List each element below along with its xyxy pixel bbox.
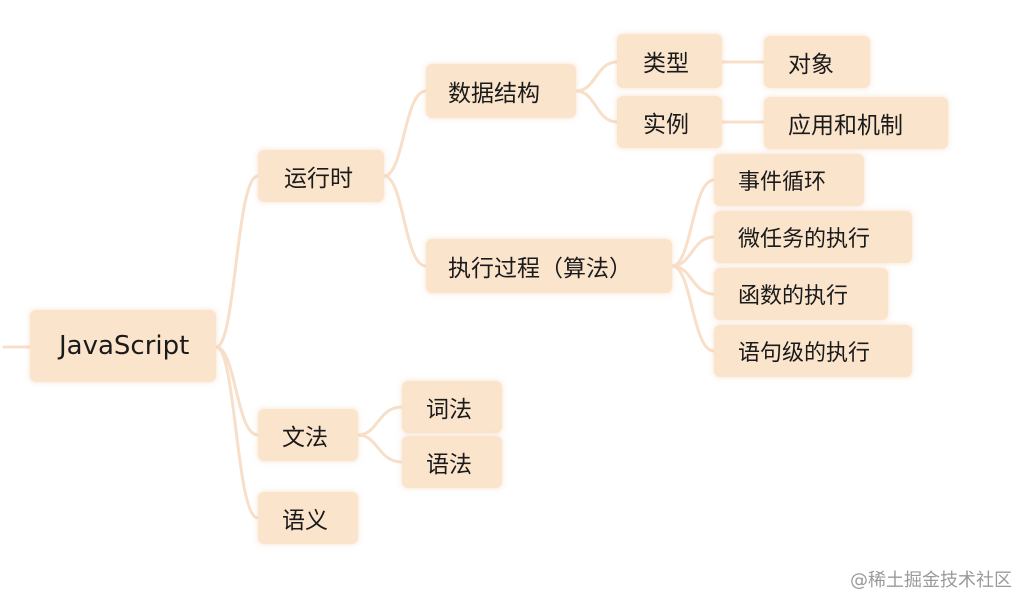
execution-node[interactable]: 执行过程（算法） <box>426 239 672 293</box>
object-node-label: 对象 <box>788 52 834 78</box>
lexical-node[interactable]: 词法 <box>402 381 502 433</box>
event-loop-node[interactable]: 事件循环 <box>714 154 864 206</box>
data-structure-node-label: 数据结构 <box>448 81 540 107</box>
link-grammar-syntax <box>356 433 404 464</box>
watermark: @稀土掘金技术社区 <box>850 570 1012 591</box>
link-grammar-lexical <box>356 405 404 437</box>
semantics-node[interactable]: 语义 <box>258 492 358 544</box>
event-loop-node-label: 事件循环 <box>738 170 827 195</box>
instance-node-label: 实例 <box>643 112 689 138</box>
link-root-runtime <box>214 174 260 349</box>
syntax-node-label: 语法 <box>426 452 472 478</box>
root-node-label: JavaScript <box>59 331 190 361</box>
microtask-node-label: 微任务的执行 <box>738 227 871 252</box>
object-node[interactable]: 对象 <box>764 36 870 88</box>
execution-node-label: 执行过程（算法） <box>448 256 632 282</box>
grammar-node-label: 文法 <box>282 425 328 451</box>
root-node[interactable]: JavaScript <box>30 310 216 382</box>
link-execution-statement <box>670 264 716 353</box>
data-structure-node[interactable]: 数据结构 <box>426 64 576 118</box>
mechanism-node[interactable]: 应用和机制 <box>764 97 948 149</box>
link-runtime-execution <box>382 174 428 268</box>
statement-node[interactable]: 语句级的执行 <box>714 325 912 377</box>
link-datastructure-type <box>574 60 619 93</box>
function-node[interactable]: 函数的执行 <box>714 268 888 320</box>
mechanism-node-label: 应用和机制 <box>788 113 903 139</box>
instance-node[interactable]: 实例 <box>617 96 722 148</box>
semantics-node-label: 语义 <box>282 508 328 534</box>
link-execution-eventloop <box>670 178 716 268</box>
link-runtime-datastructure <box>382 89 428 178</box>
link-root-semantics <box>214 345 260 520</box>
runtime-node-label: 运行时 <box>284 166 353 192</box>
runtime-node[interactable]: 运行时 <box>258 150 384 202</box>
lexical-node-label: 词法 <box>426 397 472 423</box>
type-node[interactable]: 类型 <box>617 34 722 88</box>
link-root-grammar <box>214 345 260 437</box>
link-datastructure-instance <box>574 89 619 124</box>
grammar-node[interactable]: 文法 <box>258 409 358 461</box>
type-node-label: 类型 <box>643 51 689 77</box>
function-node-label: 函数的执行 <box>738 284 849 309</box>
syntax-node[interactable]: 语法 <box>402 436 502 488</box>
microtask-node[interactable]: 微任务的执行 <box>714 211 912 263</box>
statement-node-label: 语句级的执行 <box>738 341 871 366</box>
